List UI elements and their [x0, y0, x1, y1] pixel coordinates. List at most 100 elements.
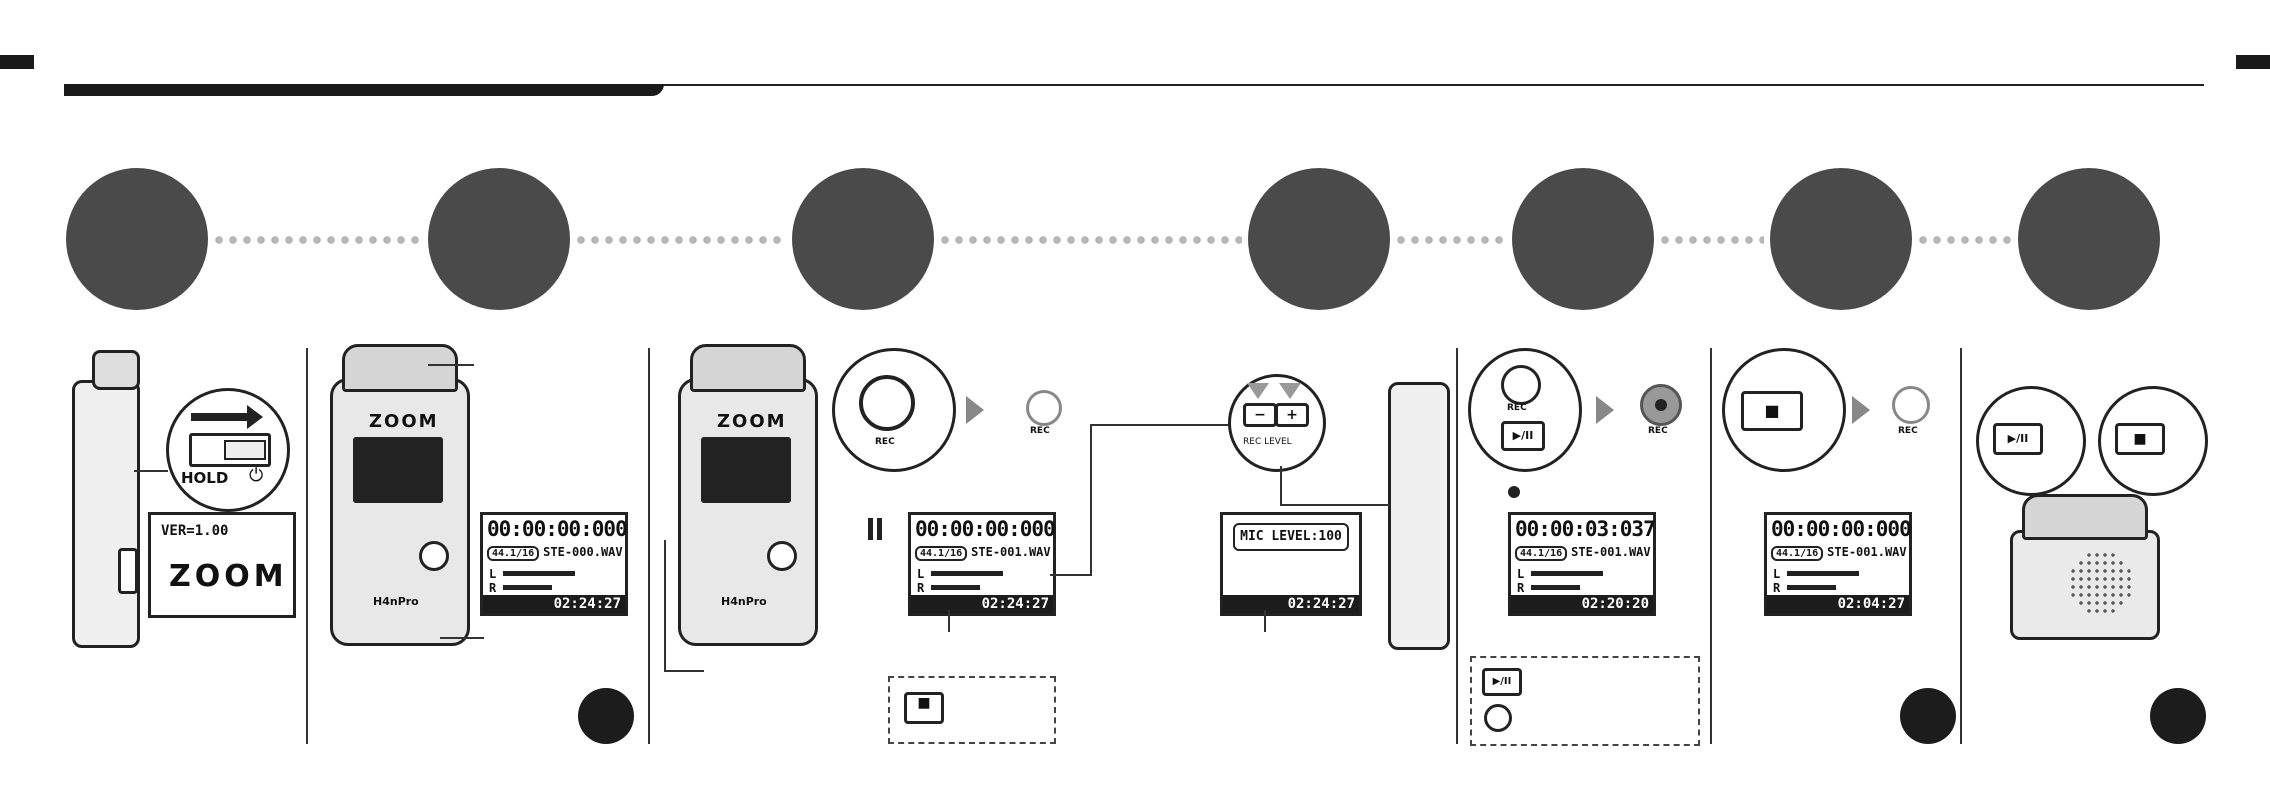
- stop-icon: ■: [1764, 401, 1780, 420]
- record-button[interactable]: [767, 541, 797, 571]
- callout-line: [1280, 466, 1282, 506]
- page-badge: [1900, 688, 1956, 744]
- play-pause-icon: ▶/II: [2007, 432, 2029, 445]
- rec-play-zoom: REC ▶/II: [1468, 348, 1582, 472]
- rec-button-icon[interactable]: [1501, 365, 1541, 405]
- mic-level-display: MIC LEVEL:100 02:24:27: [1220, 512, 1362, 616]
- stop-key[interactable]: ■: [1741, 391, 1803, 431]
- recording-dot-icon: [1508, 486, 1520, 498]
- remaining-time: 02:24:27: [1223, 595, 1359, 613]
- level-bar: [931, 571, 1003, 576]
- recorder-side-view: [72, 380, 140, 648]
- play-pause-key[interactable]: ▶/II: [1993, 423, 2043, 455]
- level-bar: [1787, 571, 1859, 576]
- callout-line: [1050, 574, 1090, 576]
- recorder-front: ZOOM H4nPro: [678, 378, 818, 646]
- mic-capsules: [690, 344, 806, 392]
- stop-zoom: ■: [2098, 386, 2208, 496]
- time-counter: 00:00:00:000: [1771, 517, 1912, 541]
- rec-off-icon: [1892, 386, 1930, 424]
- hold-label: HOLD: [181, 469, 229, 487]
- level-bar: [1531, 585, 1581, 590]
- format-badge: 44.1/16: [915, 546, 968, 561]
- record-button[interactable]: [419, 541, 449, 571]
- pause-hint-box: ▶/II: [1470, 656, 1700, 746]
- zoom-logo: ZOOM: [169, 559, 288, 594]
- level-bar: [931, 585, 981, 590]
- device-logo: ZOOM: [717, 411, 787, 432]
- down-arrow-icon: [1279, 383, 1301, 399]
- level-bar: [1531, 571, 1603, 576]
- rec-label: REC: [1648, 426, 1668, 436]
- play-pause-icon: ▶/II: [1512, 429, 1534, 442]
- remaining-time: 02:24:27: [483, 595, 625, 613]
- rec-label: REC: [1507, 403, 1527, 413]
- play-pause-icon: ▶/II: [1492, 676, 1512, 687]
- rec-dot-icon: [1655, 399, 1667, 411]
- rec-label: REC: [1898, 426, 1918, 436]
- arrow-right-icon: [1596, 396, 1614, 424]
- callout-line: [440, 637, 484, 639]
- side-switch[interactable]: [118, 548, 138, 594]
- step-circle-1: [66, 168, 208, 310]
- time-counter: 00:00:00:000: [487, 517, 628, 541]
- step-circle-3: [792, 168, 934, 310]
- mic-capsules: [2022, 494, 2148, 540]
- filename: STE-001.WAV: [1571, 545, 1651, 559]
- power-icon: ⏻: [249, 465, 264, 486]
- pause-icon: [868, 518, 882, 540]
- device-model: H4nPro: [373, 595, 419, 608]
- rec-label: REC: [875, 437, 895, 447]
- rec-button-icon[interactable]: [859, 375, 915, 431]
- callout-line: [428, 364, 474, 366]
- remaining-time: 02:04:27: [1767, 595, 1909, 613]
- callout-line: [134, 470, 168, 472]
- callout-line: [1090, 424, 1092, 576]
- time-counter: 00:00:03:037: [1515, 517, 1656, 541]
- column-divider: [648, 348, 650, 744]
- power-switch[interactable]: [189, 433, 271, 467]
- stop-key[interactable]: ■: [2115, 423, 2165, 455]
- header-bar: [64, 84, 664, 96]
- stop-key[interactable]: ■: [904, 692, 944, 724]
- meter-l: L: [917, 567, 925, 581]
- level-plus-button[interactable]: +: [1275, 403, 1309, 427]
- step-circle-6: [1770, 168, 1912, 310]
- arrow-right-icon: [191, 413, 249, 421]
- column-divider: [306, 348, 308, 744]
- rec-button-icon[interactable]: [1484, 704, 1512, 732]
- step-circle-4: [1248, 168, 1390, 310]
- play-pause-key[interactable]: ▶/II: [1501, 421, 1545, 451]
- format-badge: 44.1/16: [487, 546, 540, 561]
- stop-icon: ■: [2133, 431, 2147, 447]
- connector-dots: [574, 236, 786, 244]
- connector-dots: [1916, 236, 2012, 244]
- stop-hint-box: ■: [888, 676, 1056, 744]
- level-bar: [1787, 585, 1837, 590]
- recorder-side-view: [1388, 382, 1450, 650]
- remaining-time: 02:20:20: [1511, 595, 1653, 613]
- rec-label: REC: [1030, 426, 1050, 436]
- left-edge-marker: [0, 55, 34, 69]
- filename: STE-001.WAV: [1827, 545, 1907, 559]
- play-pause-key[interactable]: ▶/II: [1482, 668, 1522, 696]
- device-screen: [701, 437, 791, 503]
- connector-dots: [1394, 236, 1506, 244]
- stop-zoom: ■: [1722, 348, 1846, 472]
- format-badge: 44.1/16: [1515, 546, 1568, 561]
- switch-knob: [224, 440, 266, 460]
- recorder-back: [2010, 530, 2160, 640]
- filename: STE-000.WAV: [543, 545, 623, 559]
- meter-r: R: [1773, 581, 1781, 595]
- rec-active-icon: [1640, 384, 1682, 426]
- level-bar: [503, 571, 575, 576]
- hold-switch-zoom: HOLD ⏻: [166, 388, 290, 512]
- device-screen: [353, 437, 443, 503]
- level-minus-button[interactable]: −: [1243, 403, 1277, 427]
- meter-l: L: [1517, 567, 1525, 581]
- column-divider: [1710, 348, 1712, 744]
- side-mic-tops: [92, 350, 140, 390]
